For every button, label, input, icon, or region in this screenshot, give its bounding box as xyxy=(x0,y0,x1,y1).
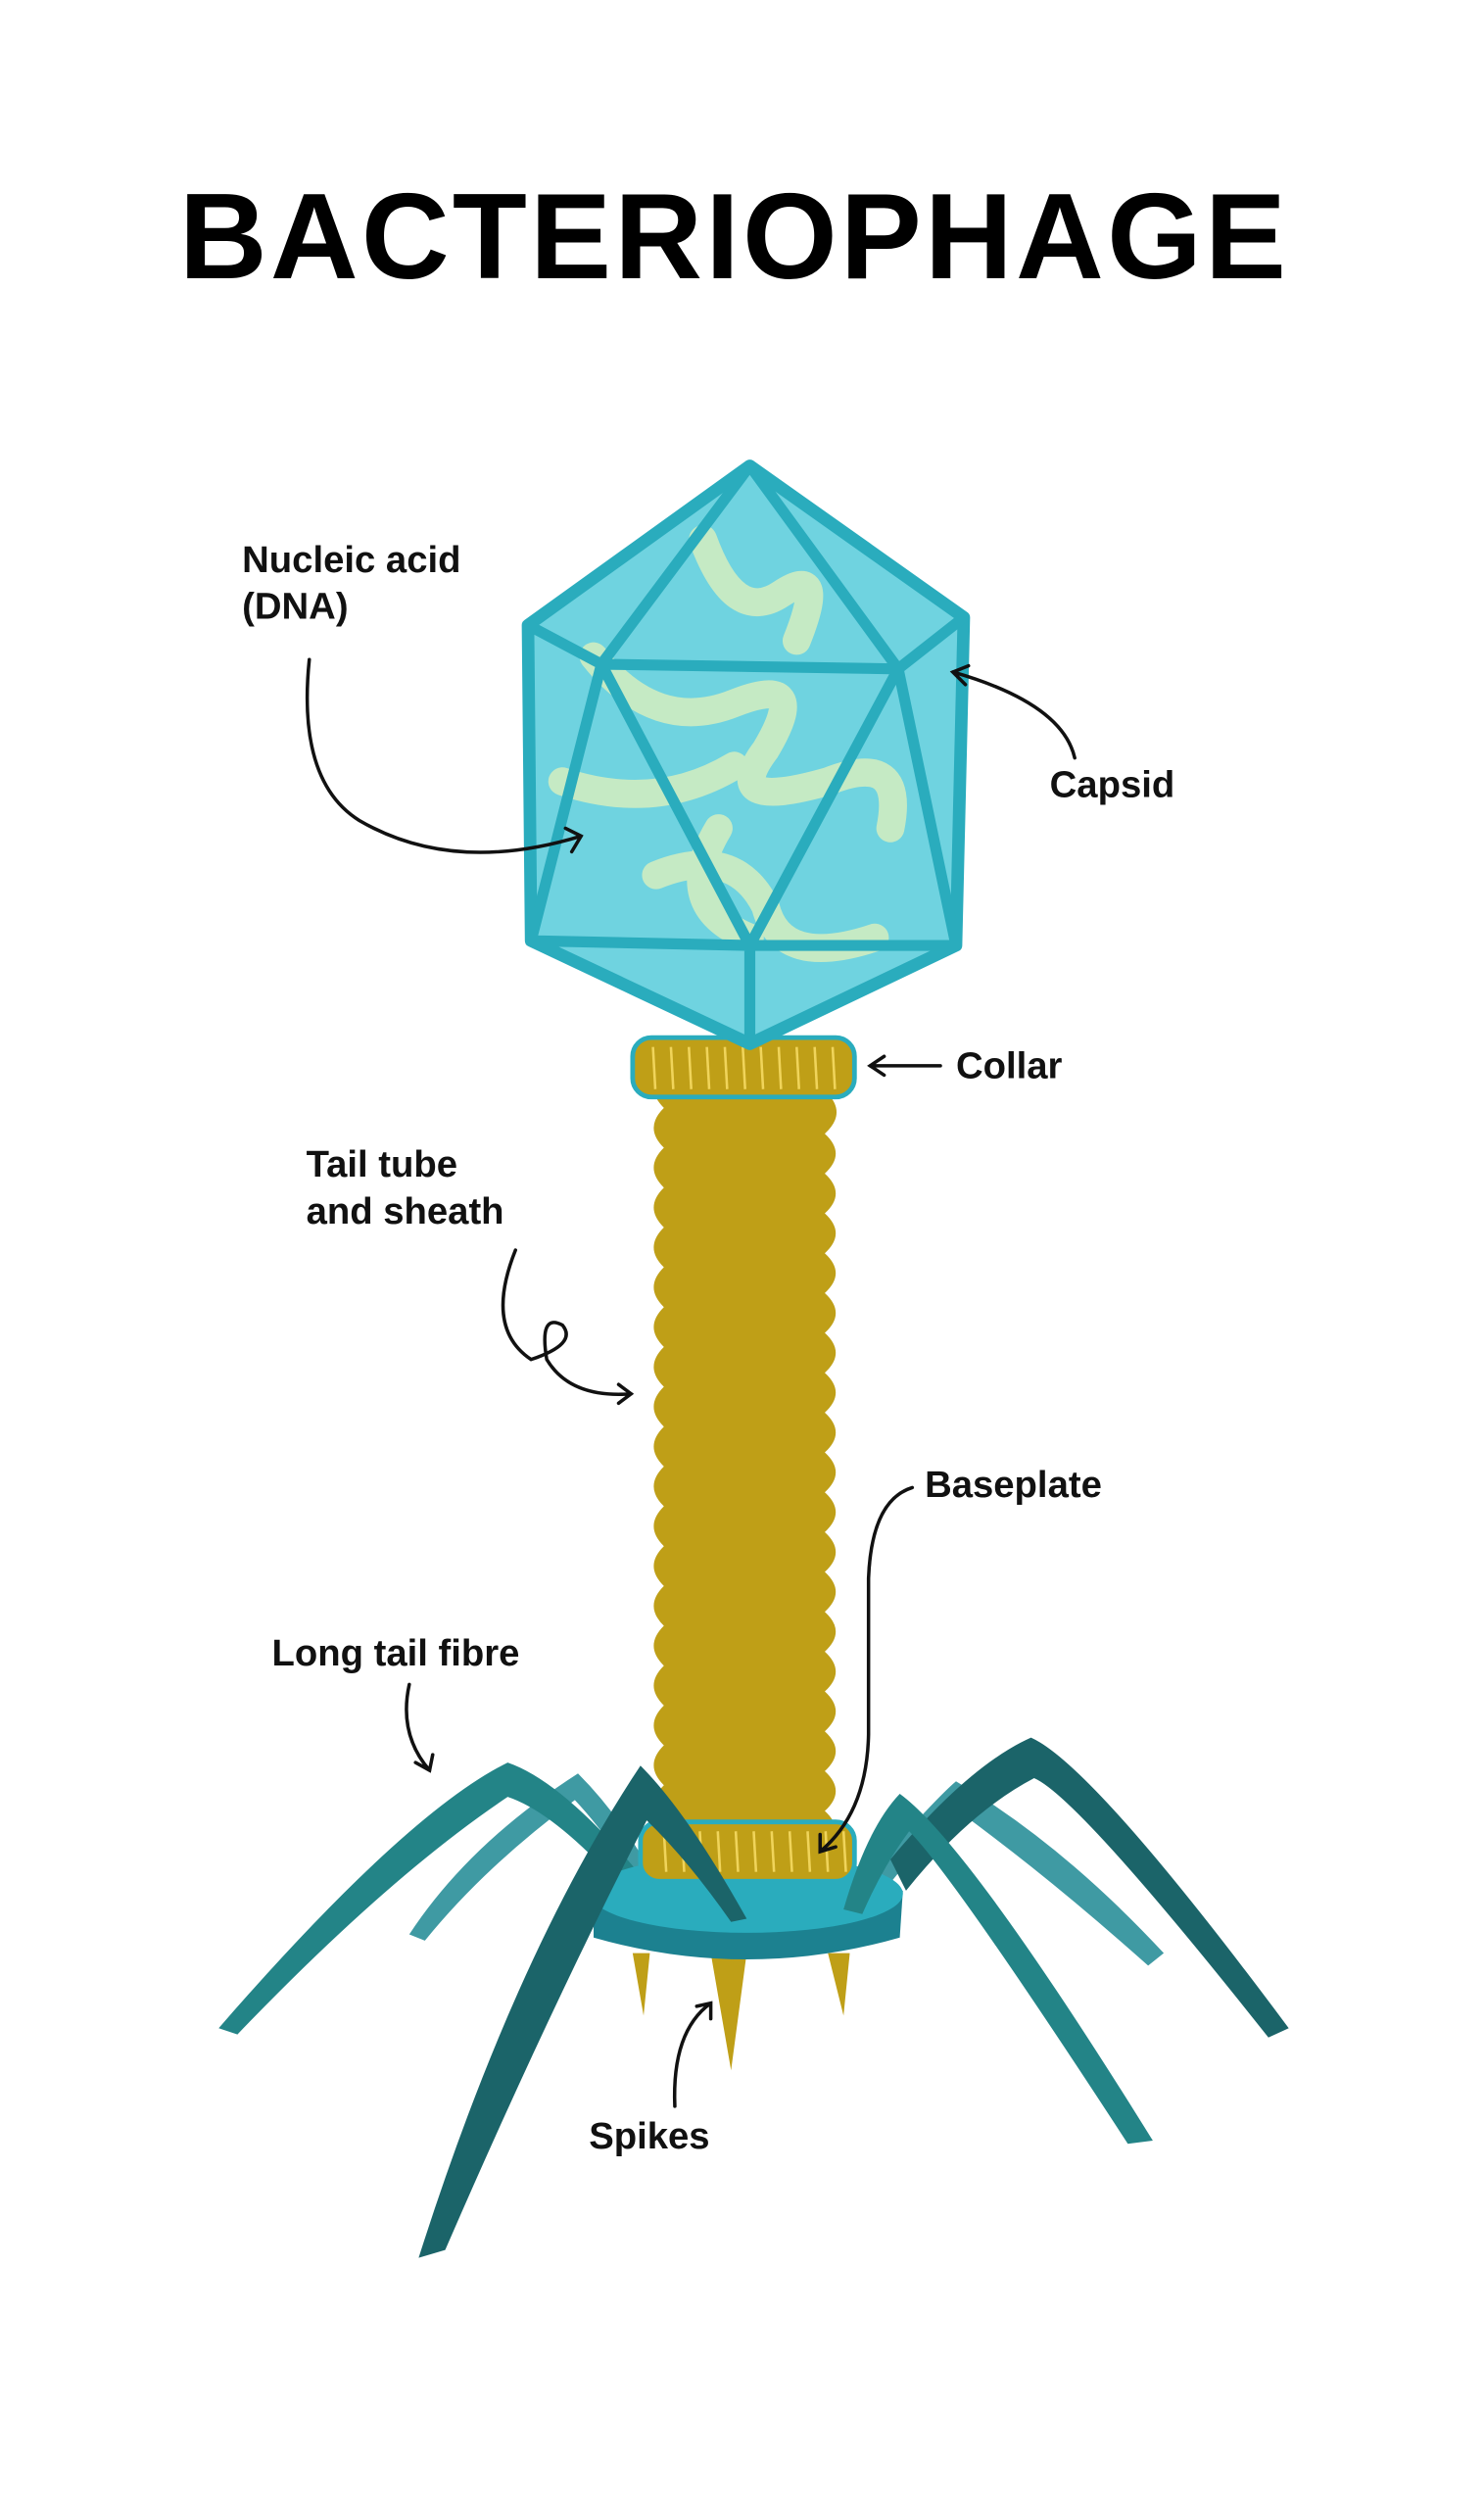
label-spikes: Spikes xyxy=(589,2115,709,2157)
stripe xyxy=(777,1046,783,1089)
label-collar: Collar xyxy=(956,1045,1063,1087)
stripe xyxy=(770,1831,776,1872)
tail-tube xyxy=(653,1068,838,1852)
label-capsid: Capsid xyxy=(1050,764,1175,806)
label-tail-tube: Tail tube xyxy=(307,1143,457,1185)
stripe xyxy=(734,1831,740,1872)
stripe xyxy=(841,1831,847,1872)
arrow-nucleic-acid xyxy=(305,657,584,854)
tail-sheath xyxy=(653,1068,838,1852)
arrow-collar xyxy=(867,1054,942,1078)
stripe xyxy=(824,1831,830,1872)
stripe xyxy=(795,1046,800,1089)
annotation-arrows xyxy=(305,657,1077,2108)
stripe xyxy=(831,1046,837,1089)
collar-stripes xyxy=(651,1046,837,1089)
label-long-tail-fibre: Long tail fibre xyxy=(271,1632,519,1674)
arrow-spikes xyxy=(672,2001,713,2108)
fibre-front-right xyxy=(843,1793,1153,2145)
stripe xyxy=(788,1831,793,1872)
fibre-back-right xyxy=(875,1781,1165,1966)
stripe xyxy=(723,1046,729,1089)
tail-fibres-back xyxy=(218,1737,1289,2038)
stripe xyxy=(688,1046,693,1089)
dna-strand xyxy=(548,525,907,962)
stripe xyxy=(813,1046,819,1089)
label-nucleic-acid: Nucleic acid xyxy=(242,539,460,581)
stripe xyxy=(716,1831,722,1872)
stripe xyxy=(669,1046,675,1089)
stripe xyxy=(752,1831,758,1872)
arrow-fibre xyxy=(405,1682,435,1773)
fibre-right xyxy=(890,1737,1289,2038)
capsid-edges xyxy=(525,459,968,1044)
spikes xyxy=(632,1953,850,2071)
tail-fibres-front xyxy=(418,1765,1153,2258)
arrow-tail xyxy=(501,1248,635,1406)
stripe xyxy=(759,1046,765,1089)
arrow-capsid xyxy=(949,663,1077,760)
stripe xyxy=(806,1831,812,1872)
diagram-title: BACTERIOPHAGE xyxy=(179,169,1289,305)
fibre-front-left xyxy=(418,1765,747,2258)
fibre-back-left xyxy=(408,1773,648,1941)
fibre-left xyxy=(218,1762,641,2035)
label-sheath: and sheath xyxy=(307,1190,504,1232)
arrow-baseplate xyxy=(818,1485,915,1855)
stripe xyxy=(742,1046,746,1089)
capsid xyxy=(521,459,971,1050)
stripe xyxy=(705,1046,711,1089)
stripe xyxy=(651,1046,657,1089)
label-baseplate: Baseplate xyxy=(925,1464,1102,1506)
label-dna: (DNA) xyxy=(242,586,348,628)
